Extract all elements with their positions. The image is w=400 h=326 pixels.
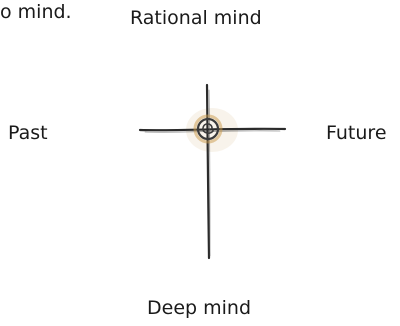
cross-diagram (120, 60, 300, 270)
past-label: Past (8, 124, 48, 143)
rational-mind-label: Rational mind (130, 9, 262, 28)
deep-mind-label: Deep mind (147, 299, 251, 318)
future-label: Future (326, 124, 387, 143)
clipped-caption: o mind. (0, 3, 72, 22)
horizontal-axis-stroke (140, 129, 285, 130)
